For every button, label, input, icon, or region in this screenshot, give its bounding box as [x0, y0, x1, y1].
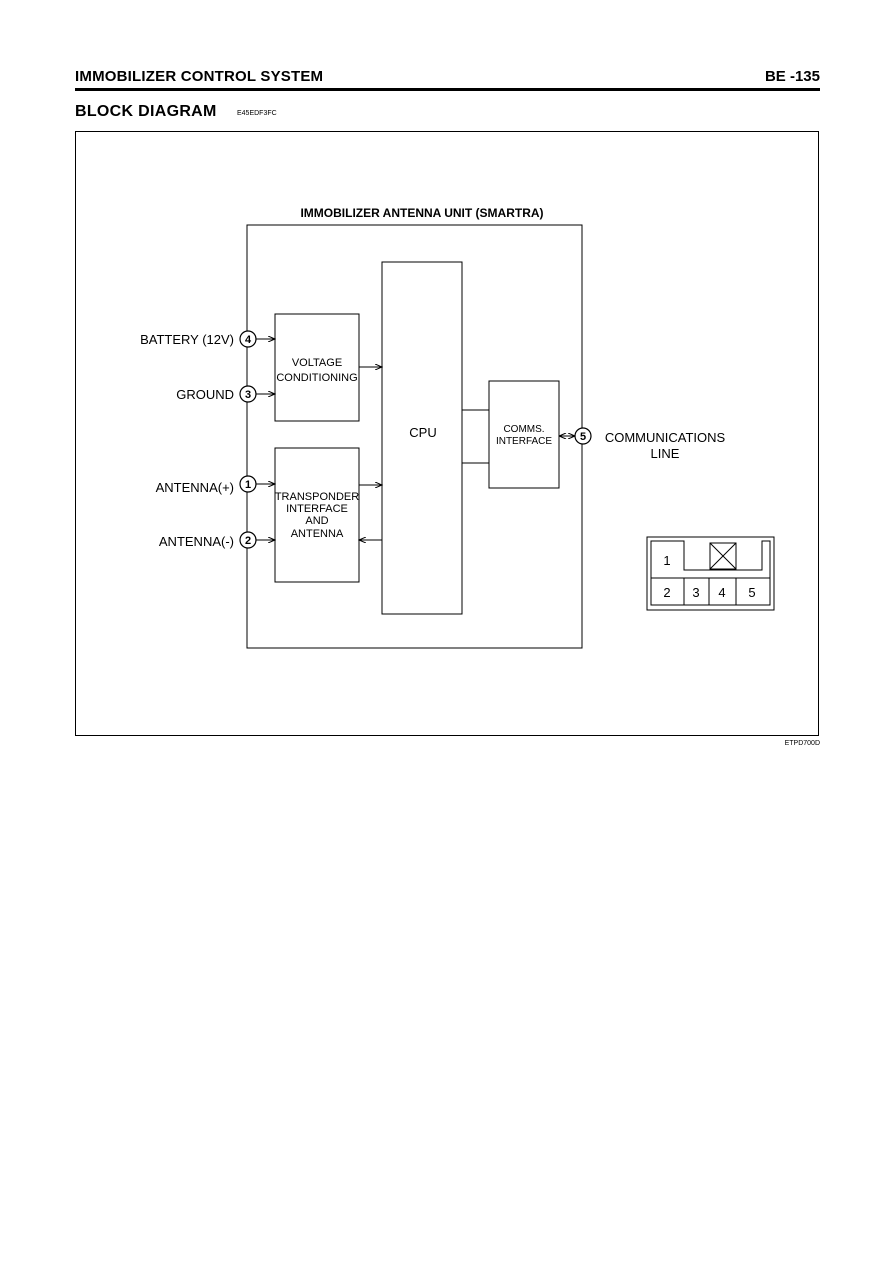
pin-5-circle	[574, 427, 592, 445]
connector-face: 1 2 3 4 5	[646, 536, 775, 611]
block-diagram-title: BLOCK DIAGRAM	[75, 103, 217, 120]
connector-cell-5: 5	[748, 585, 755, 600]
antenna-minus-label: ANTENNA(-)	[159, 534, 234, 549]
block-diagram-code: E45EDF3FC	[237, 110, 277, 117]
transponder-label-4: ANTENNA	[291, 528, 344, 540]
pin-1-number: 1	[245, 479, 251, 491]
voltage-label-1: VOLTAGE	[292, 357, 342, 369]
transponder-label-3: AND	[305, 515, 328, 527]
connector-cell-2: 2	[663, 585, 670, 600]
comm-line-label-2: LINE	[651, 446, 680, 461]
section-title: IMMOBILIZER CONTROL SYSTEM	[75, 68, 324, 85]
pin-3-number: 3	[245, 389, 251, 401]
figure-code: ETPD700D	[784, 740, 820, 747]
pin-5-number: 5	[580, 431, 586, 443]
battery-label: BATTERY (12V)	[140, 332, 234, 347]
pin-4-circle	[239, 330, 257, 348]
comms-label-1: COMMS.	[503, 424, 544, 435]
connector-cell-1: 1	[663, 553, 670, 568]
ground-label: GROUND	[176, 387, 234, 402]
transponder-label-1: TRANSPONDER	[275, 491, 359, 503]
connector-cell-4: 4	[718, 585, 725, 600]
cpu-label: CPU	[409, 425, 436, 440]
header-rule	[75, 88, 820, 91]
transponder-label-2: INTERFACE	[286, 503, 348, 515]
page-number: BE -135	[764, 68, 820, 85]
antenna-plus-label: ANTENNA(+)	[156, 480, 234, 495]
pin-3-circle	[239, 385, 257, 403]
connector-cell-3: 3	[692, 585, 699, 600]
antenna-unit-title: IMMOBILIZER ANTENNA UNIT (SMARTRA)	[300, 206, 543, 220]
pin-2-number: 2	[245, 535, 251, 547]
transponder-block	[274, 447, 360, 583]
pin-2-circle	[239, 531, 257, 549]
comm-line-label-1: COMMUNICATIONS	[605, 430, 726, 445]
cpu-block	[381, 261, 463, 615]
pin-1-circle	[239, 475, 257, 493]
voltage-label-2: CONDITIONING	[276, 372, 357, 384]
diagram-frame	[75, 131, 819, 736]
pin-4-number: 4	[245, 334, 252, 346]
comms-label-2: INTERFACE	[496, 436, 552, 447]
